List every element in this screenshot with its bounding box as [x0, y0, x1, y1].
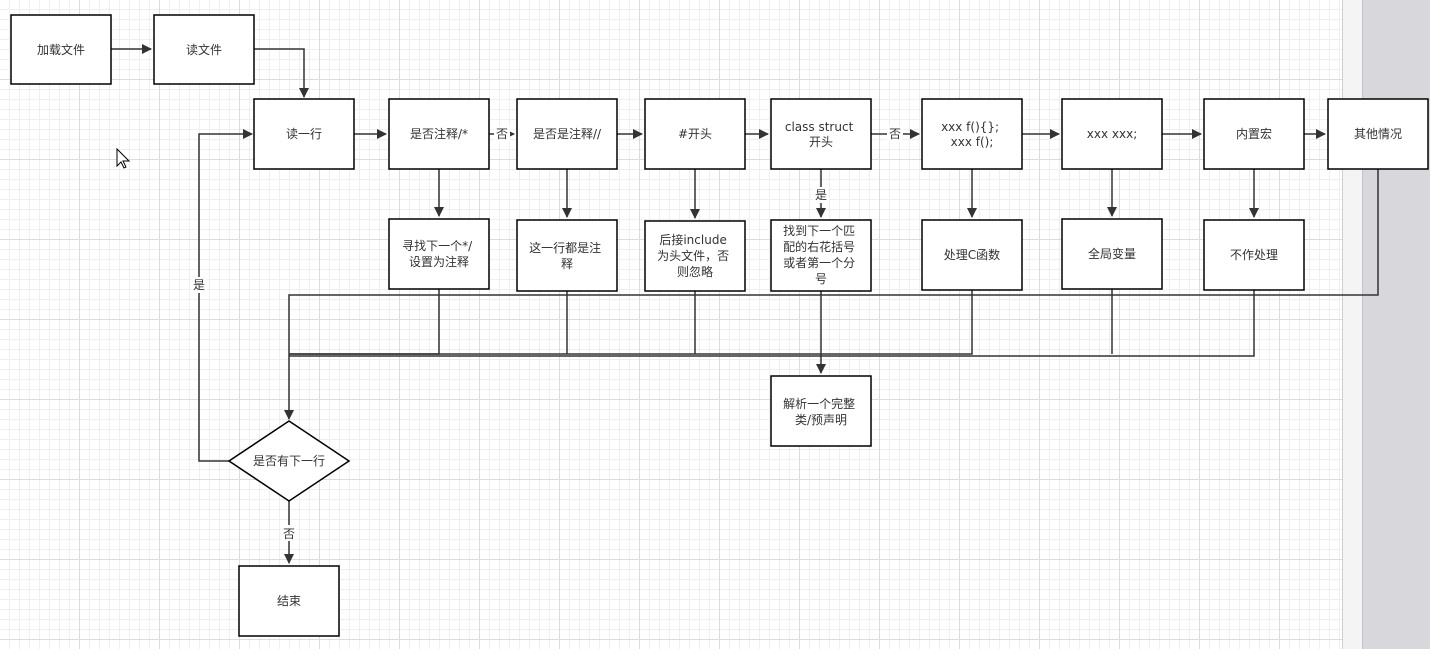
node-load-file-label: 加载文件: [37, 42, 85, 57]
node-whole-line-comment[interactable]: 这一行都是注 释: [516, 219, 618, 292]
node-class-struct-label: class struct 开头: [785, 120, 857, 149]
edge-macro-merge: [289, 290, 1255, 357]
node-include-header-label: 后接include 为头文件，否 则忽略: [657, 232, 733, 279]
node-builtin-macro[interactable]: 内置宏: [1203, 98, 1305, 170]
node-load-file[interactable]: 加载文件: [10, 14, 112, 85]
node-end[interactable]: 结束: [238, 565, 340, 637]
node-find-brace-label: 找到下一个匹 配的右花括号 或者第一个分 号: [783, 224, 859, 286]
edge-func-merge: [289, 290, 973, 355]
edge-read-file-to-read-line: [254, 48, 309, 98]
node-has-next-line-label: 是否有下一行: [253, 454, 325, 468]
node-hash-start-label: #开头: [678, 127, 712, 141]
edge-label-no-1: 否: [496, 127, 508, 141]
node-read-file-label: 读文件: [186, 42, 222, 57]
node-is-line-comment-label: 是否是注释//: [533, 126, 602, 141]
node-is-block-comment[interactable]: 是否注释/*: [388, 98, 490, 170]
node-parse-class-label: 解析一个完整 类/预声明: [783, 396, 859, 427]
mouse-cursor-icon: [116, 147, 131, 169]
node-var-decl[interactable]: xxx xxx;: [1061, 98, 1163, 170]
edge-comment-merge: [289, 289, 440, 355]
edge-label-yes-loop: 是: [193, 278, 205, 292]
node-global-variable[interactable]: 全局变量: [1061, 218, 1163, 290]
node-builtin-macro-label: 内置宏: [1236, 126, 1272, 141]
node-find-brace[interactable]: 找到下一个匹 配的右花括号 或者第一个分 号: [770, 219, 872, 292]
node-is-block-comment-label: 是否注释/*: [410, 126, 468, 141]
edge-labels: 否 否 是 是 否: [191, 126, 903, 541]
node-read-line[interactable]: 读一行: [253, 98, 355, 170]
node-var-decl-label: xxx xxx;: [1087, 127, 1137, 141]
node-find-comment-end-label: 寻找下一个*/ 设置为注释: [402, 239, 476, 269]
node-other-case-label: 其他情况: [1354, 127, 1402, 141]
node-read-file[interactable]: 读文件: [153, 14, 255, 85]
node-end-label: 结束: [277, 594, 301, 608]
node-is-line-comment[interactable]: 是否是注释//: [516, 98, 618, 170]
node-handle-c-function-label: 处理C函数: [944, 247, 1000, 262]
node-find-comment-end[interactable]: 寻找下一个*/ 设置为注释: [388, 218, 490, 290]
edge-other-to-next-line: [284, 169, 1379, 420]
node-parse-class[interactable]: 解析一个完整 类/预声明: [770, 375, 872, 447]
node-handle-c-function[interactable]: 处理C函数: [921, 219, 1023, 291]
node-func-decl[interactable]: xxx f(){}; xxx f();: [921, 98, 1023, 170]
node-has-next-line[interactable]: 是否有下一行: [227, 420, 351, 502]
edge-yes-loop: [198, 129, 253, 462]
node-hash-start[interactable]: #开头: [644, 98, 746, 170]
node-include-header[interactable]: 后接include 为头文件，否 则忽略: [644, 220, 746, 292]
node-class-struct[interactable]: class struct 开头: [770, 98, 872, 170]
node-global-variable-label: 全局变量: [1088, 246, 1136, 261]
node-func-decl-label: xxx f(){}; xxx f();: [941, 120, 1003, 149]
node-no-processing[interactable]: 不作处理: [1203, 219, 1305, 291]
edge-label-yes-class: 是: [815, 188, 827, 202]
node-other-case[interactable]: 其他情况: [1327, 98, 1429, 170]
edge-label-no-2: 否: [889, 127, 901, 141]
node-read-line-label: 读一行: [286, 127, 322, 141]
edge-label-no-end: 否: [283, 527, 295, 541]
node-no-processing-label: 不作处理: [1230, 248, 1278, 262]
node-whole-line-comment-label: 这一行都是注 释: [529, 240, 605, 271]
